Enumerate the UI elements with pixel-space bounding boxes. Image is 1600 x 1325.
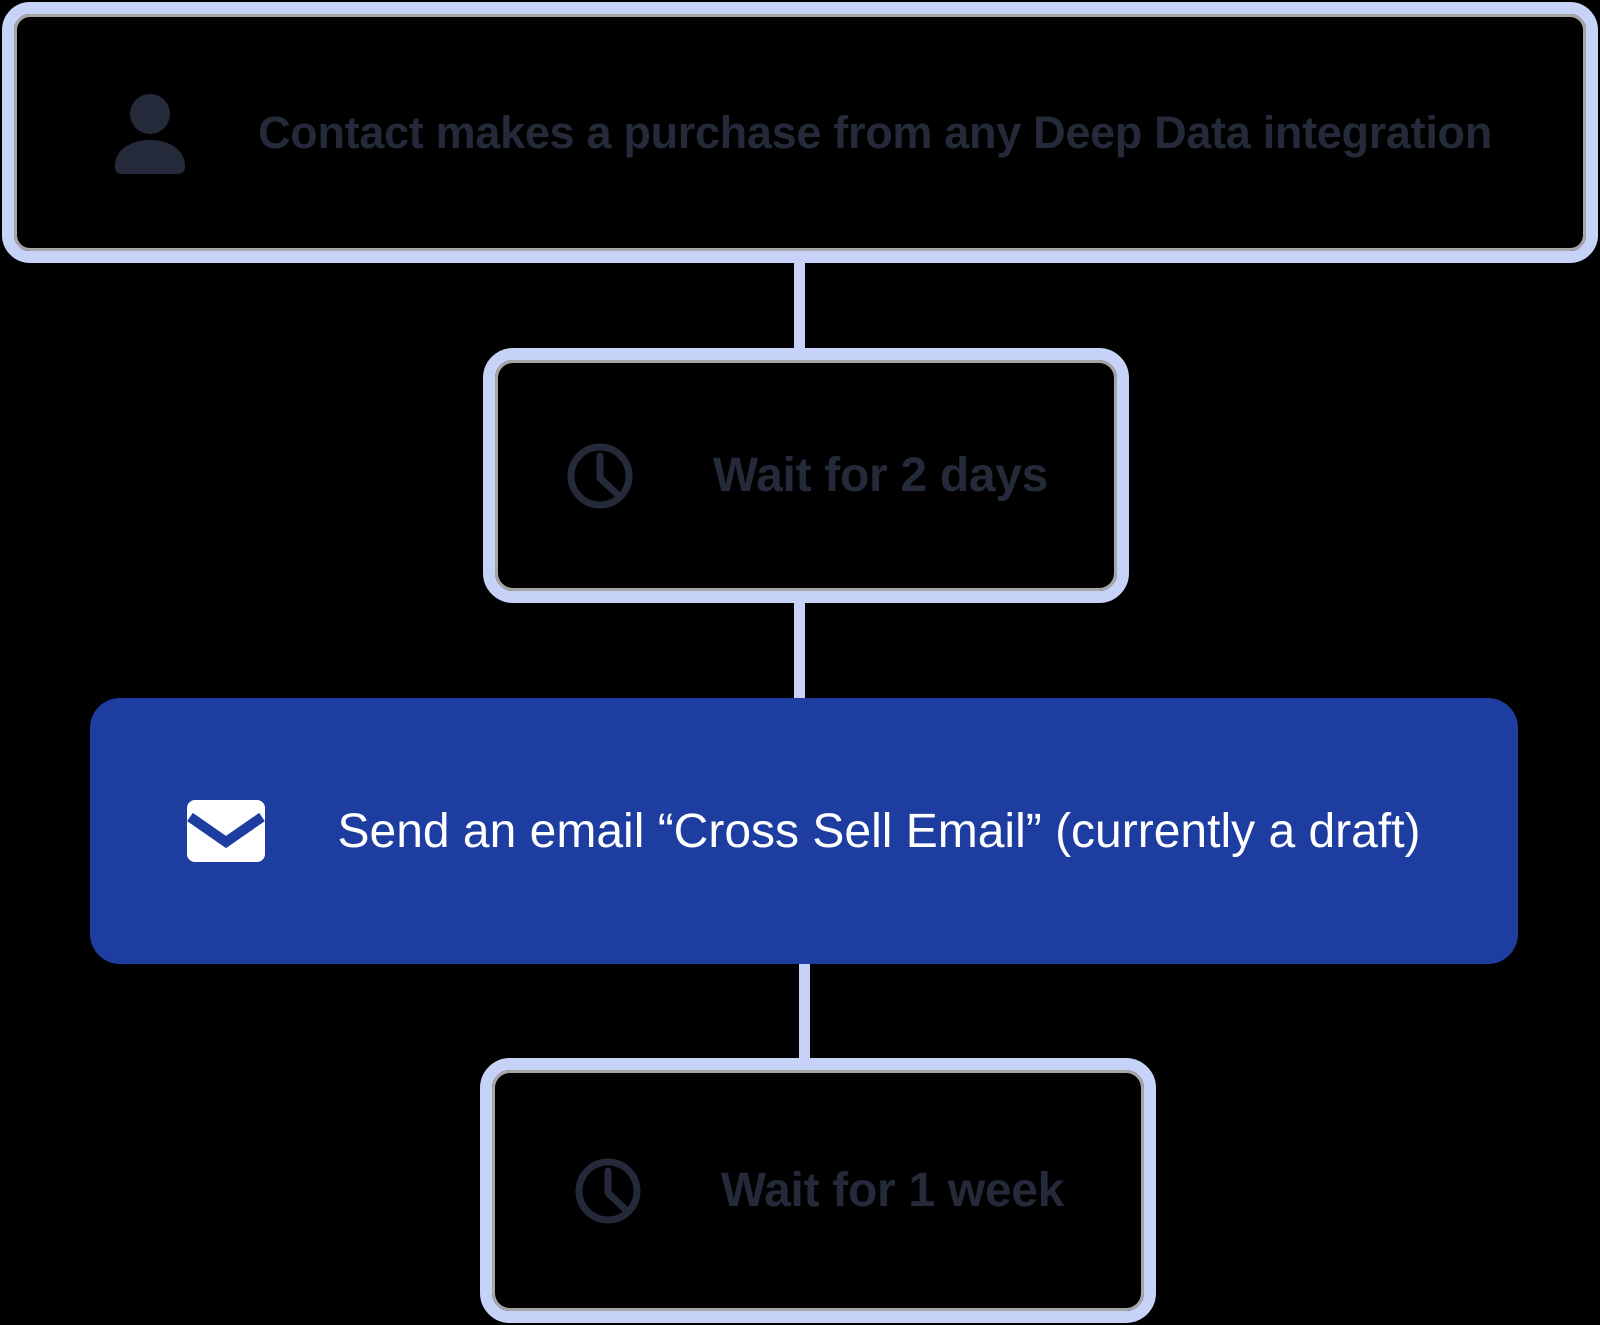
wait-node-1-week[interactable]: Wait for 1 week (480, 1058, 1156, 1323)
clock-icon (575, 1158, 641, 1223)
wait-node-label: Wait for 1 week (720, 1164, 1065, 1217)
connector-line-2 (794, 596, 805, 706)
send-email-action-node[interactable]: Send an email “Cross Sell Email” (curren… (90, 698, 1518, 964)
wait-node-label: Wait for 2 days (712, 449, 1049, 502)
connector-line-3 (799, 955, 810, 1066)
trigger-node-purchase[interactable]: Contact makes a purchase from any Deep D… (2, 2, 1598, 263)
wait-node-2-days[interactable]: Wait for 2 days (483, 348, 1129, 603)
person-icon (115, 93, 186, 174)
trigger-node-label: Contact makes a purchase from any Deep D… (258, 106, 1492, 158)
clock-icon (567, 443, 633, 508)
envelope-icon (187, 800, 266, 862)
connector-line-1 (794, 255, 805, 356)
send-email-label: Send an email “Cross Sell Email” (curren… (337, 804, 1421, 858)
